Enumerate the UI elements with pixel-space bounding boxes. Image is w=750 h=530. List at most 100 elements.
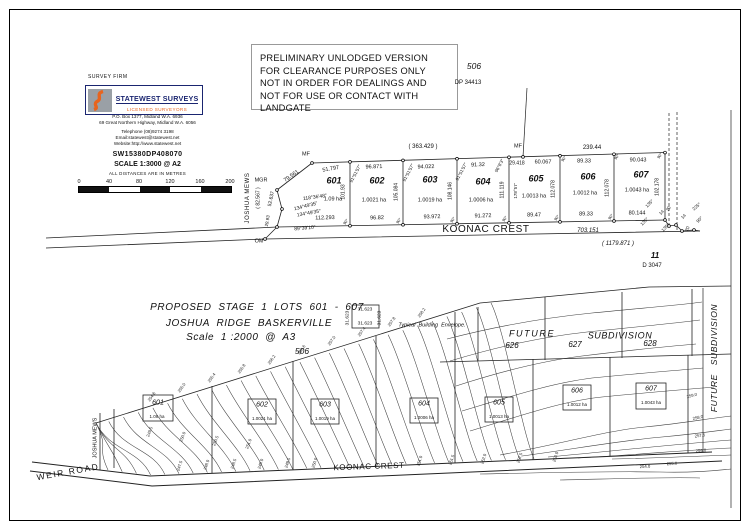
lot-11-label: 11 [650, 251, 660, 260]
lot-606-right-dim: 112.078 [604, 179, 611, 197]
lot-607-number-lower: 607 [645, 385, 657, 393]
lot-606-top-dim: 89.33 [577, 158, 591, 165]
lot-506-label-lower: 506 [294, 345, 310, 356]
lot-607-area: 1.0043 ha [624, 187, 650, 194]
dim-239-44: 239.44 [582, 145, 602, 151]
scale-tick: 80 [135, 179, 143, 185]
envelope-dim-bottom: 31.623 [357, 321, 373, 327]
lot-603-number-lower: 603 [319, 401, 331, 409]
ang-178-57: 178°57' [512, 183, 518, 199]
lot-606-number-lower: 606 [571, 387, 583, 395]
plan-reference-number: SW15380DP408070 [112, 150, 183, 158]
firm-website: Website:http://www.statewest.net [113, 140, 182, 146]
lot-603-area-lower: 1.0019 ha [314, 415, 336, 421]
koonac-crest-street-label: KOONAC CREST [442, 224, 530, 235]
contour-255-0: 255.0 [666, 460, 678, 467]
contour-254-0: 254.0 [639, 463, 651, 470]
sheet-border [9, 9, 741, 521]
lot-602-top-dim: 96.871 [365, 163, 383, 171]
notice-line: NOT IN ORDER FOR DEALINGS AND [260, 78, 427, 89]
firm-subtitle: LICENSED SURVEYORS [126, 107, 188, 112]
plan-title-line-3: Scale 1 :2000 @ A3 [186, 332, 296, 343]
joshua-mews-lower-label: JOSHUA MEWS [92, 417, 99, 459]
lot-602-number: 602 [369, 175, 385, 186]
lot-602-number-lower: 602 [256, 401, 268, 409]
lot-604-number-lower: 604 [418, 400, 430, 408]
plan-scale: SCALE 1:3000 @ A2 [114, 160, 181, 168]
lot-603-right-dim: 108.146 [447, 181, 454, 201]
mf-mark-1: MF [302, 151, 310, 158]
lot-604-top-dim: 91.32 [470, 162, 485, 169]
lot-606-bottom-dim: 89.33 [579, 211, 593, 218]
lot-628-number: 628 [643, 339, 657, 348]
lot-604-number: 604 [475, 176, 491, 187]
lot-604-area: 1.0006 ha [468, 197, 494, 204]
lot-605-right-dim: 112.078 [550, 180, 557, 198]
lot-604-area-lower: 1.0006 ha [413, 414, 435, 420]
lot-607-area-lower: 1.0043 ha [640, 399, 662, 405]
dim-703-151: 703.151 [577, 228, 599, 234]
lot-603-number: 603 [422, 174, 438, 185]
firm-phone: Telephone (08)9274 3198 [121, 129, 174, 135]
mf-mark-2: MF [514, 143, 522, 150]
top-partial-total: ( 363.429 ) [408, 144, 438, 150]
lot-602-right-dim: 105.084 [393, 182, 400, 202]
envelope-dim-top: 31.623 [357, 307, 373, 313]
lot-607-bottom-dim: 80.144 [628, 210, 646, 217]
notice-line: FOR CLEARANCE PURPOSES ONLY [260, 65, 426, 76]
lot-606-area: 1.0012 ha [572, 190, 598, 197]
firm-name: STATEWEST SURVEYS [115, 94, 199, 104]
lot-601-number-lower: 601 [152, 399, 164, 407]
lot-605-area: 1.0013 ha [521, 193, 547, 200]
lot-607-top-dim: 90.043 [629, 157, 647, 164]
preliminary-notice-box: PRELIMINARY UNLODGED VERSION FOR CLEARAN… [251, 44, 458, 113]
lot-604-right-dim: 111.119 [499, 181, 506, 199]
scale-bar-ticks: 0 40 80 120 160 200 [77, 179, 235, 186]
distances-note: ALL DISTANCES ARE IN METRES [109, 170, 186, 176]
lot-602-bottom-dim: 96.82 [370, 215, 384, 222]
firm-email: Email:statewest@statewest.net [115, 135, 180, 141]
lot-627-number: 627 [568, 340, 582, 349]
lot-607-number: 607 [633, 169, 649, 180]
lot-601-right-dim: 101.93 [340, 184, 347, 200]
subdivision-label: SUBDIVISION [587, 330, 653, 341]
scale-tick: 200 [225, 179, 235, 185]
lot-603-top-dim: 94.022 [417, 163, 435, 171]
plan-title-line-2: JOSHUA RIDGE BASKERVILLE [165, 318, 333, 329]
firm-name-group: STATEWEST SURVEYS LICENSED SURVEYORS [112, 88, 202, 112]
firm-details: P.O. Box 1377, Midland W.A. 6936 69 Grea… [70, 114, 225, 176]
contour-lines [95, 301, 732, 481]
lot-601-area-lower: 1.09 ha [149, 413, 165, 419]
lot-601-bottom-dim: 112.293 [315, 215, 335, 222]
envelope-dim-right: 31.623 [377, 310, 383, 326]
firm-address-2: 69 Great Northern Highway, Midland W.A. … [99, 119, 196, 125]
lot-605-area-lower: 1.0013 ha [488, 413, 510, 419]
lot-604-bottom-dim: 91.272 [474, 213, 492, 220]
lot-603-bottom-dim: 93.972 [423, 214, 441, 221]
boundary-vertex-dots [263, 150, 696, 241]
lot-605-top-dim-a: 29.418 [509, 160, 525, 167]
lot-626-number: 626 [505, 341, 519, 350]
lot-605-bottom-dim: 89.47 [527, 212, 541, 219]
dp-34413-label: DP 34413 [454, 80, 482, 86]
dim-1179-871: ( 1179.871 ) [602, 241, 634, 247]
joshua-mews-road-label: JOSHUA MEWS [245, 172, 251, 224]
om-mark: OM [254, 238, 264, 245]
lot-603-area: 1.0019 ha [417, 197, 443, 204]
notice-line: NOT FOR USE OR CONTACT WITH [260, 90, 419, 101]
scale-tick: 120 [165, 179, 175, 185]
lot-602-area: 1.0021 ha [361, 197, 387, 204]
lot-601-number: 601 [326, 175, 342, 186]
firm-logo-box: STATEWEST SURVEYS LICENSED SURVEYORS [85, 85, 203, 115]
notice-line: LANDGATE [260, 103, 312, 114]
lot-606-number: 606 [580, 171, 596, 182]
survey-firm-caption: SURVEY FIRM [88, 74, 128, 80]
d-3047-label: D 3047 [642, 263, 662, 269]
lot-606-area-lower: 1.0012 ha [566, 401, 588, 407]
future-subdivision-right-label: FUTURE SUBDIVISION [708, 303, 719, 413]
scale-bar-segments [78, 186, 232, 193]
statewest-logo-icon [88, 88, 112, 112]
lot-605-top-dim-b: 60.067 [534, 159, 552, 166]
